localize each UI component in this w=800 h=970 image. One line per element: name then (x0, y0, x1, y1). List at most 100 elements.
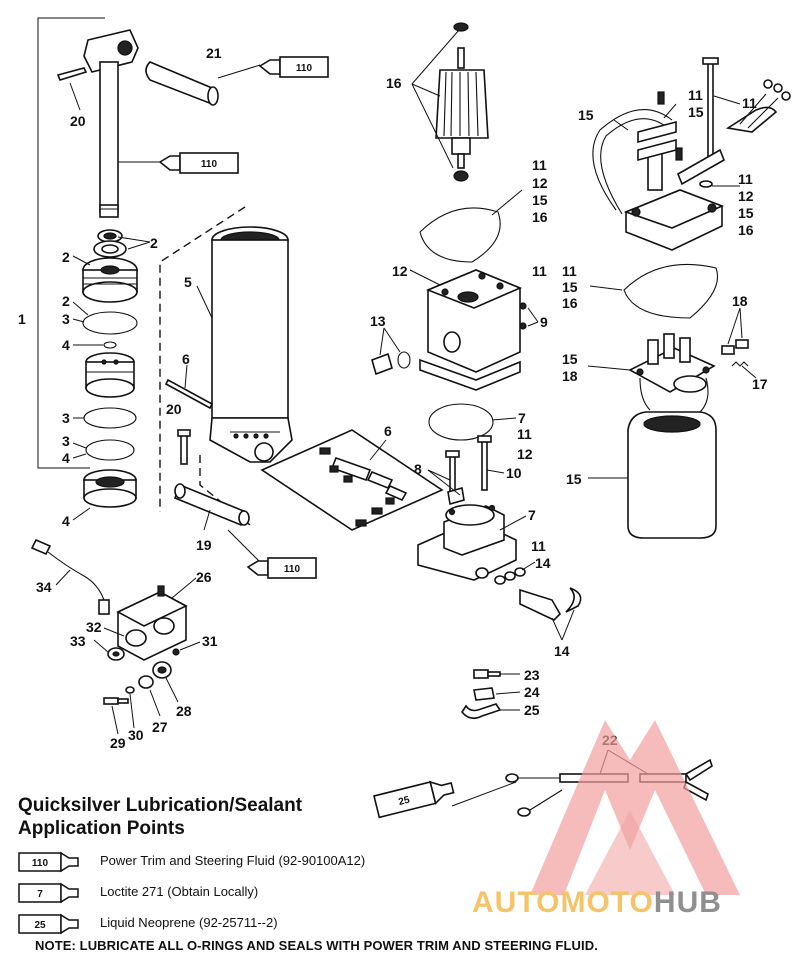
lubricant-tube-25: 25 (373, 780, 455, 819)
callout-15: 15 (578, 107, 594, 123)
callout-4: 4 (62, 450, 70, 466)
cylinder-assembly (159, 206, 293, 563)
legend-text: Liquid Neoprene (92-25711--2) (100, 915, 278, 930)
callout-5: 5 (184, 274, 192, 290)
callout-14: 14 (535, 555, 551, 571)
callout-25: 25 (524, 702, 540, 718)
tube-icon: 25 (18, 913, 79, 935)
callout-29: 29 (110, 735, 126, 751)
tube-label: 110 (284, 564, 301, 575)
motor-assembly (587, 57, 791, 539)
callout-16: 16 (532, 209, 548, 225)
callout-3: 3 (62, 410, 70, 426)
callout-16: 16 (738, 222, 754, 238)
callout-4: 4 (62, 513, 70, 529)
callout-15: 15 (738, 205, 754, 221)
callout-4: 4 (62, 337, 70, 353)
callout-18: 18 (562, 368, 578, 384)
wire-harness (451, 749, 713, 817)
tube-label: 25 (397, 795, 411, 808)
callout-8: 8 (414, 461, 422, 477)
callout-14: 14 (554, 643, 570, 659)
callout-32: 32 (86, 619, 102, 635)
lubricant-tube-110-low: 110 (246, 557, 317, 579)
callout-18: 18 (732, 293, 748, 309)
callout-11: 11 (532, 157, 547, 173)
callout-12: 12 (532, 175, 548, 191)
callout-1: 1 (18, 311, 26, 327)
callout-15: 15 (688, 104, 704, 120)
callout-22: 22 (602, 732, 618, 748)
callout-15: 15 (566, 471, 582, 487)
callout-9: 9 (540, 314, 548, 330)
valve-kit-panel (260, 429, 444, 531)
callout-31: 31 (202, 633, 218, 649)
callout-20: 20 (70, 113, 86, 129)
callout-28: 28 (176, 703, 192, 719)
callout-3: 3 (62, 433, 70, 449)
callout-24: 24 (524, 684, 540, 700)
tube-label: 110 (296, 63, 313, 74)
lubricant-legend: Quicksilver Lubrication/Sealant Applicat… (18, 794, 488, 941)
tube-icon: 7 (18, 882, 79, 904)
callout-20: 20 (166, 401, 182, 417)
legend-row-110: 110 Power Trim and Steering Fluid (92-90… (18, 848, 488, 879)
tube-icon: 110 (18, 851, 79, 873)
callout-2: 2 (150, 235, 158, 251)
callout-16: 16 (386, 75, 402, 91)
legend-title-line1: Quicksilver Lubrication/Sealant (18, 795, 303, 816)
callout-21: 21 (206, 45, 222, 61)
legend-title: Quicksilver Lubrication/Sealant Applicat… (18, 794, 488, 840)
callout-26: 26 (196, 569, 212, 585)
tube-code: 25 (34, 920, 46, 931)
lubrication-note: NOTE: LUBRICATE ALL O-RINGS AND SEALS WI… (35, 938, 598, 953)
legend-text: Loctite 271 (Obtain Locally) (100, 884, 259, 899)
callout-15: 15 (562, 279, 578, 295)
callout-11: 11 (562, 263, 577, 279)
callout-12: 12 (517, 446, 533, 462)
callout-2: 2 (62, 249, 70, 265)
callout-11: 11 (738, 171, 753, 187)
callout-3: 3 (62, 311, 70, 327)
callout-19: 19 (196, 537, 212, 553)
lubricant-tube-110-top: 110 (258, 56, 329, 78)
callout-12: 12 (738, 188, 754, 204)
callout-11: 11 (517, 426, 532, 442)
relay-assembly (30, 538, 201, 735)
tube-code: 7 (37, 889, 43, 900)
tube-code: 110 (32, 858, 49, 869)
callout-13: 13 (370, 313, 386, 329)
pump-assembly (371, 22, 582, 720)
callout-11: 11 (532, 263, 547, 279)
watermark-text-part1: AUTOMOTO (472, 886, 654, 919)
callout-12: 12 (392, 263, 408, 279)
callout-11: 11 (742, 95, 757, 111)
watermark-text-part2: HUB (653, 886, 722, 919)
callout-30: 30 (128, 727, 144, 743)
callout-7: 7 (528, 507, 536, 523)
callout-10: 10 (506, 465, 522, 481)
callout-15: 15 (532, 192, 548, 208)
callout-16: 16 (562, 295, 578, 311)
trim-ram-assembly (37, 17, 261, 521)
tube-label: 110 (201, 159, 218, 170)
callout-labels: 1 2 2 2 3 4 3 3 4 4 5 6 6 7 7 8 9 10 11 … (18, 45, 768, 751)
callout-7: 7 (518, 410, 526, 426)
callout-33: 33 (70, 633, 86, 649)
legend-row-25: 25 Liquid Neoprene (92-25711--2) (18, 910, 488, 941)
watermark-text: AUTOMOTOHUB (472, 886, 722, 920)
lubricant-tube-110-mid: 110 (158, 152, 239, 174)
callout-23: 23 (524, 667, 540, 683)
callout-15: 15 (562, 351, 578, 367)
callout-17: 17 (752, 376, 768, 392)
callout-34: 34 (36, 579, 52, 595)
callout-6: 6 (384, 423, 392, 439)
legend-title-line2: Application Points (18, 818, 185, 839)
callout-2: 2 (62, 293, 70, 309)
callout-6: 6 (182, 351, 190, 367)
callout-27: 27 (152, 719, 168, 735)
legend-text: Power Trim and Steering Fluid (92-90100A… (100, 853, 366, 868)
callout-11: 11 (531, 538, 546, 554)
callout-11: 11 (688, 87, 703, 103)
